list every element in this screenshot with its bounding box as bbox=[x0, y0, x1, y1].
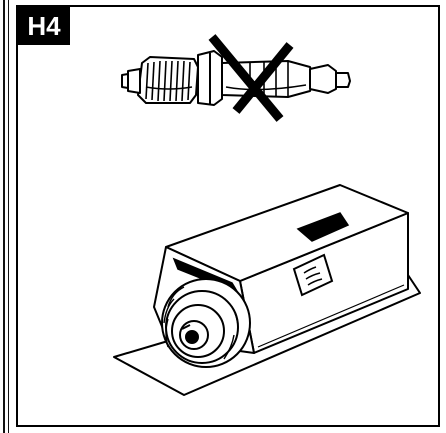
page-edge-rule-inner bbox=[8, 0, 9, 433]
figure-label: H4 bbox=[18, 7, 70, 45]
page-edge-rule bbox=[3, 0, 5, 433]
figure-frame: H4 bbox=[16, 5, 440, 427]
spark-plug-crossed-out-icon bbox=[121, 34, 351, 122]
spark-plug-in-box-icon bbox=[113, 184, 421, 396]
